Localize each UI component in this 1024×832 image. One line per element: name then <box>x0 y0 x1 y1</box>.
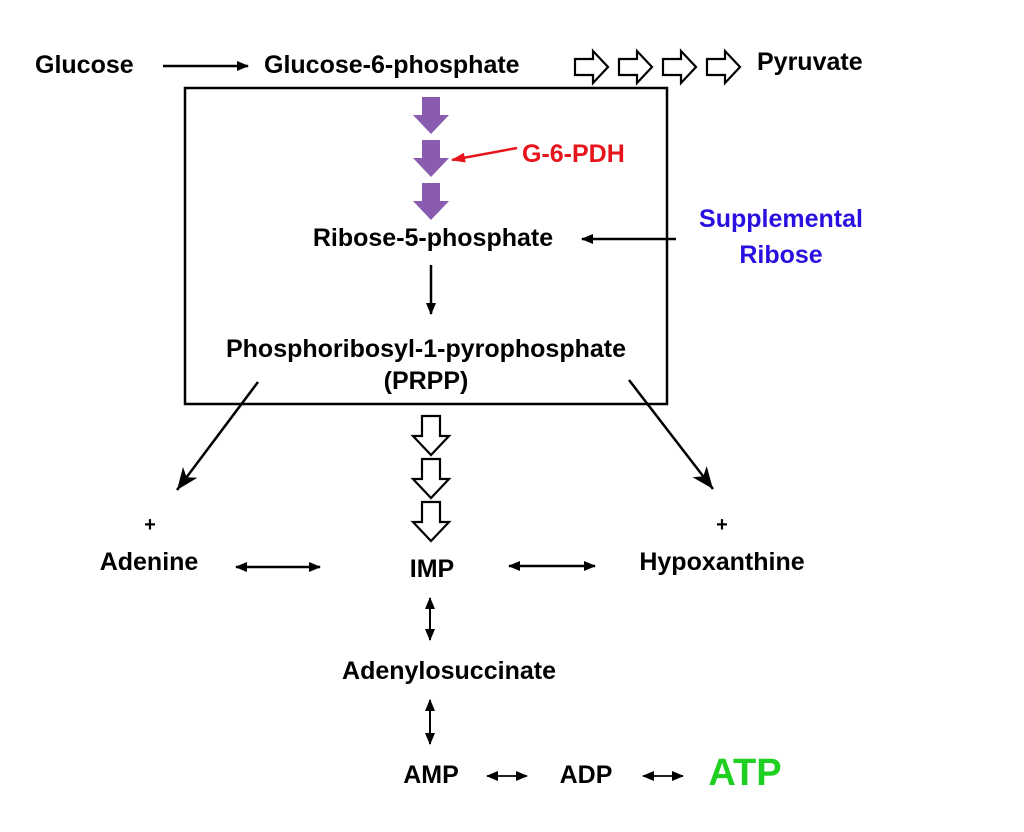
glycolysis-arrow-1 <box>573 48 610 86</box>
prpp-line2: (PRPP) <box>384 367 469 395</box>
glycolysis-arrow-2 <box>617 48 654 86</box>
de-novo-arrows <box>410 414 452 543</box>
glycolysis-arrow-3 <box>661 48 698 86</box>
supplemental-line2: Ribose <box>739 241 822 269</box>
de-novo-arrow-3 <box>410 500 452 543</box>
de-novo-arrow-1 <box>410 414 452 457</box>
supplemental-line1: Supplemental <box>699 205 863 233</box>
pentose-pathway-arrows <box>413 97 449 220</box>
adenylosuccinate-label: Adenylosuccinate <box>342 657 556 685</box>
prpp-to-adenine-arrow <box>176 381 259 491</box>
enzyme-pointer-arrow <box>451 146 518 163</box>
imp-label: IMP <box>410 555 454 583</box>
pentose-phosphate-box <box>183 86 669 406</box>
adenine-label: Adenine <box>100 548 199 576</box>
glucose-label: Glucose <box>35 51 134 79</box>
glycolysis-arrows <box>573 48 742 86</box>
adp-label: ADP <box>560 761 613 789</box>
pathway-arrow-1 <box>413 97 449 134</box>
hypoxanthine-label: Hypoxanthine <box>639 548 804 576</box>
g6p-label: Glucose-6-phosphate <box>264 51 520 79</box>
prpp-line1: Phosphoribosyl-1-pyrophosphate <box>226 335 626 363</box>
plus-right: + <box>716 514 728 536</box>
pathway-arrow-2 <box>413 140 449 177</box>
atp-label: ATP <box>708 752 781 794</box>
amp-label: AMP <box>403 761 459 789</box>
de-novo-arrow-2 <box>410 457 452 500</box>
pathway-arrow-3 <box>413 183 449 220</box>
enzyme-label: G-6-PDH <box>522 140 625 168</box>
prpp-to-hypoxanthine-arrow <box>628 379 714 490</box>
glycolysis-arrow-4 <box>705 48 742 86</box>
pyruvate-label: Pyruvate <box>757 48 863 76</box>
r5p-label: Ribose-5-phosphate <box>313 224 553 252</box>
plus-left: + <box>144 514 156 536</box>
